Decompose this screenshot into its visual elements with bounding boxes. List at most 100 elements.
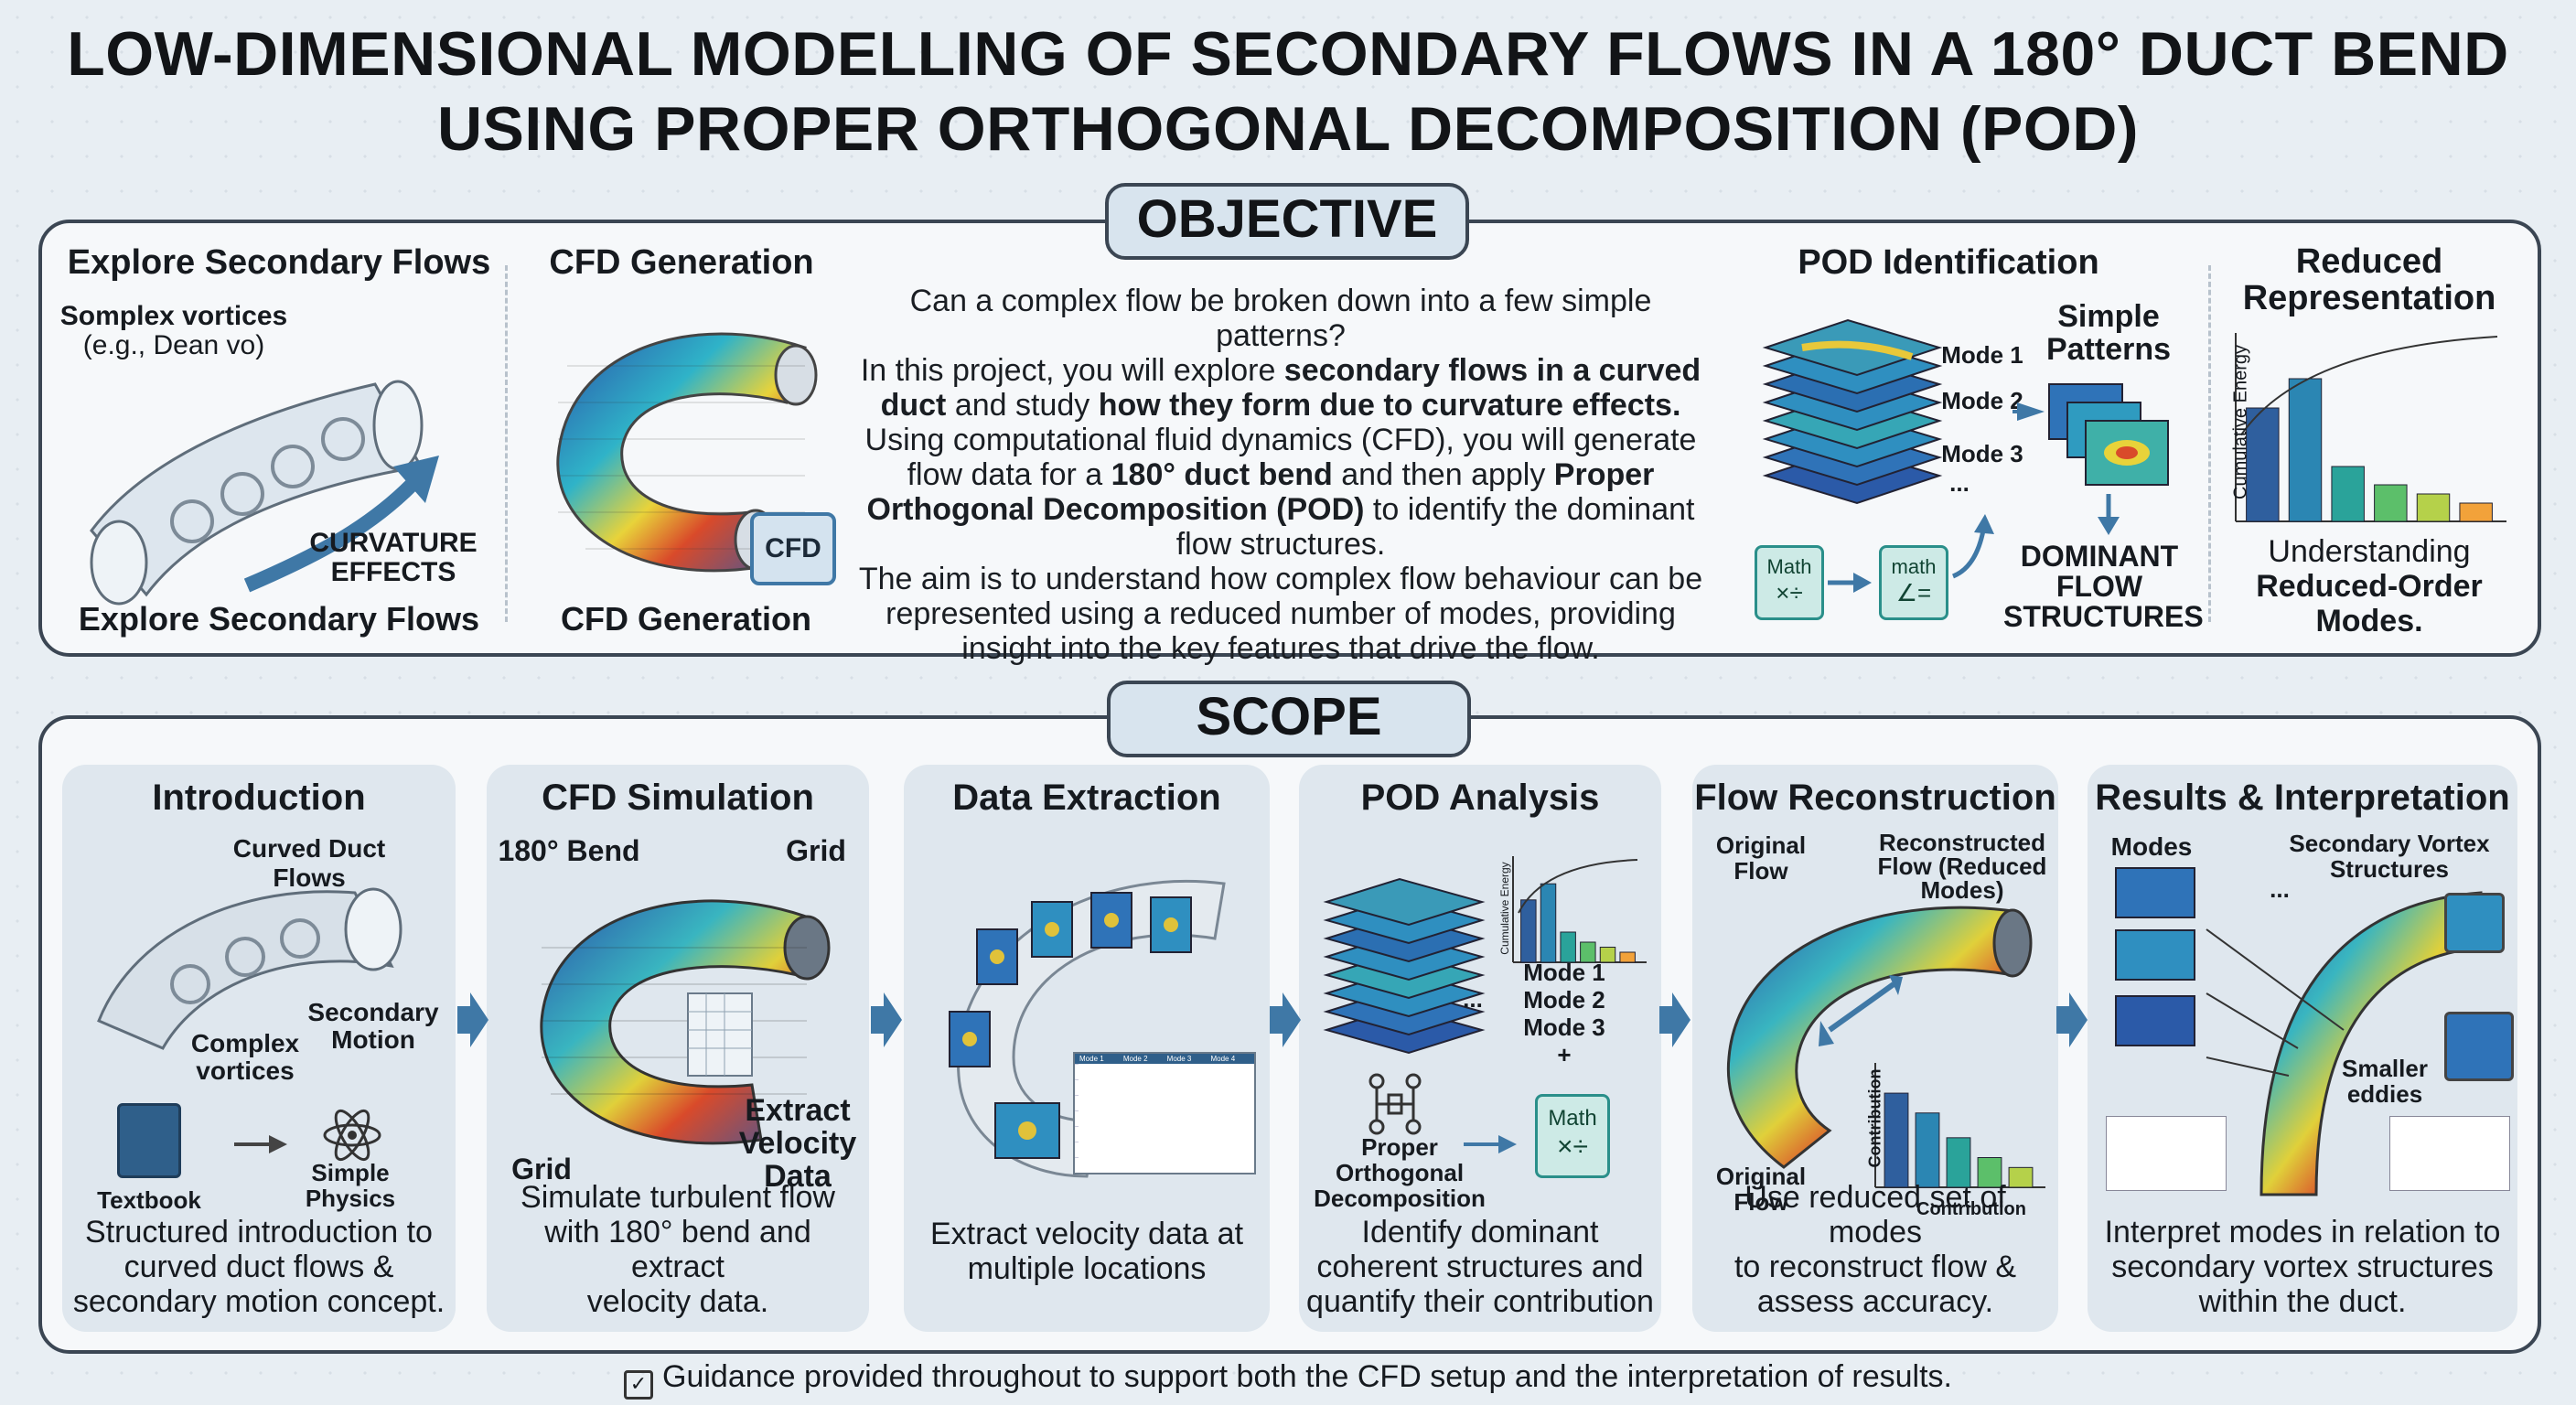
mode-thumb-1 — [2115, 867, 2195, 918]
bend-label: 180° Bend — [498, 834, 640, 867]
page-title: LOW-DIMENSIONAL MODELLING OF SECONDARY F… — [0, 16, 2576, 166]
reconstructed-bend-illustration — [1726, 906, 2033, 1169]
bar-6 — [1619, 951, 1636, 963]
curved-duct-illustration — [97, 887, 402, 1050]
card-results-interpretation: Results & Interpretation Modes Secondary… — [2088, 765, 2517, 1332]
pod-mode-2: Mode 2 — [1941, 387, 2023, 414]
grid-top-label: Grid — [786, 834, 846, 867]
bar-2 — [1915, 1112, 1940, 1188]
math-icon-2: math∠= — [1879, 545, 1948, 620]
divider — [2208, 265, 2211, 622]
bar-1 — [1884, 1092, 1909, 1188]
card-introduction: Introduction Curved Duct Flows Secondary… — [62, 765, 456, 1332]
bar-5 — [2008, 1166, 2034, 1188]
objective-tag: OBJECTIVE — [1105, 183, 1469, 260]
vortex-label: Somplex vortices (e.g., Dean vo) — [59, 301, 288, 360]
vortex-inset-2 — [2444, 1012, 2514, 1081]
card-title: Data Extraction — [952, 778, 1221, 818]
textbook-icon — [117, 1103, 181, 1178]
pod-dots: ... — [1463, 985, 1483, 1013]
curved-duct-flows-label: Curved Duct Flows — [232, 834, 386, 892]
bar-1 — [2246, 407, 2280, 522]
pod-stack-illustration — [1323, 877, 1486, 1055]
pod-heading: POD Identification — [1798, 243, 2099, 282]
card-cfd-simulation: CFD Simulation 180° Bend Grid Grid Extra… — [487, 765, 869, 1332]
modes-label: Modes — [2110, 832, 2193, 861]
cumulative-energy-ylabel: Cumulative Energy — [2230, 345, 2251, 499]
explore-heading: Explore Secondary Flows — [67, 243, 491, 282]
math-icon: Math×÷ — [1535, 1094, 1610, 1178]
bar-3 — [2331, 466, 2365, 522]
math-arrow — [1828, 573, 1872, 593]
cumulative-curve — [2240, 336, 2498, 436]
bar-5 — [1599, 947, 1616, 963]
pod-energy-chart — [1512, 856, 1647, 963]
checkbox-icon: ✓ — [624, 1370, 653, 1400]
atom-icon — [323, 1109, 381, 1162]
modes-dots: ... — [2270, 875, 2290, 903]
contribution-label: Contribution — [1916, 1199, 2026, 1219]
flow-arrow — [1659, 992, 1690, 1047]
vortex-inset-1 — [2444, 893, 2505, 953]
cfd-file-icon: CFD — [750, 512, 836, 585]
cumulative-curve — [1518, 859, 1638, 914]
pod-mode-3: Mode 3 — [1941, 440, 2023, 467]
cfd-caption: CFD Generation — [560, 600, 812, 638]
bar-5 — [2416, 493, 2451, 522]
arrow-icon — [234, 1135, 287, 1153]
title-line-2: USING PROPER ORTHOGONAL DECOMPOSITION (P… — [436, 94, 2140, 164]
textbook-label: Textbook — [97, 1186, 201, 1214]
contribution-ylabel: Contribution — [1865, 1068, 1884, 1168]
cumulative-energy-chart — [2235, 333, 2506, 522]
explore-caption: Explore Secondary Flows — [78, 600, 480, 638]
flow-arrow — [1270, 992, 1301, 1047]
duct-slices-illustration — [949, 879, 1226, 1178]
cfd-bend-illustration — [540, 899, 831, 1145]
curved-duct-illustration — [90, 380, 439, 606]
bar-4 — [1977, 1157, 2002, 1188]
cfd-bend-illustration — [556, 332, 818, 573]
card-title: Introduction — [152, 778, 366, 818]
curve-up-arrow — [1951, 514, 1994, 579]
card-title: CFD Simulation — [542, 778, 814, 818]
footer-note: ✓Guidance provided throughout to support… — [0, 1359, 2576, 1400]
arrow-icon — [1464, 1135, 1517, 1153]
flow-arrow — [871, 992, 902, 1047]
mode-thumb-3 — [2115, 995, 2195, 1046]
pod-dots: ... — [1949, 469, 1970, 497]
flow-arrow — [457, 992, 488, 1047]
bar-2 — [1540, 883, 1557, 963]
grid-bottom-label: Grid — [511, 1153, 572, 1185]
objective-description: Can a complex flow be broken down into a… — [858, 284, 1703, 666]
plot-thumb-2 — [2389, 1116, 2510, 1191]
scope-tag: SCOPE — [1107, 681, 1471, 757]
bar-1 — [1520, 899, 1537, 963]
card-title: Results & Interpretation — [2095, 778, 2510, 818]
bar-4 — [1580, 941, 1596, 963]
vortex-bend-illustration — [2206, 891, 2483, 1196]
title-line-1: LOW-DIMENSIONAL MODELLING OF SECONDARY F… — [67, 19, 2509, 89]
cfd-heading: CFD Generation — [549, 243, 814, 282]
network-icon — [1368, 1073, 1422, 1135]
contribution-chart — [1874, 1063, 2045, 1188]
pod-energy-ylabel: Cumulative Energy — [1498, 862, 1511, 955]
